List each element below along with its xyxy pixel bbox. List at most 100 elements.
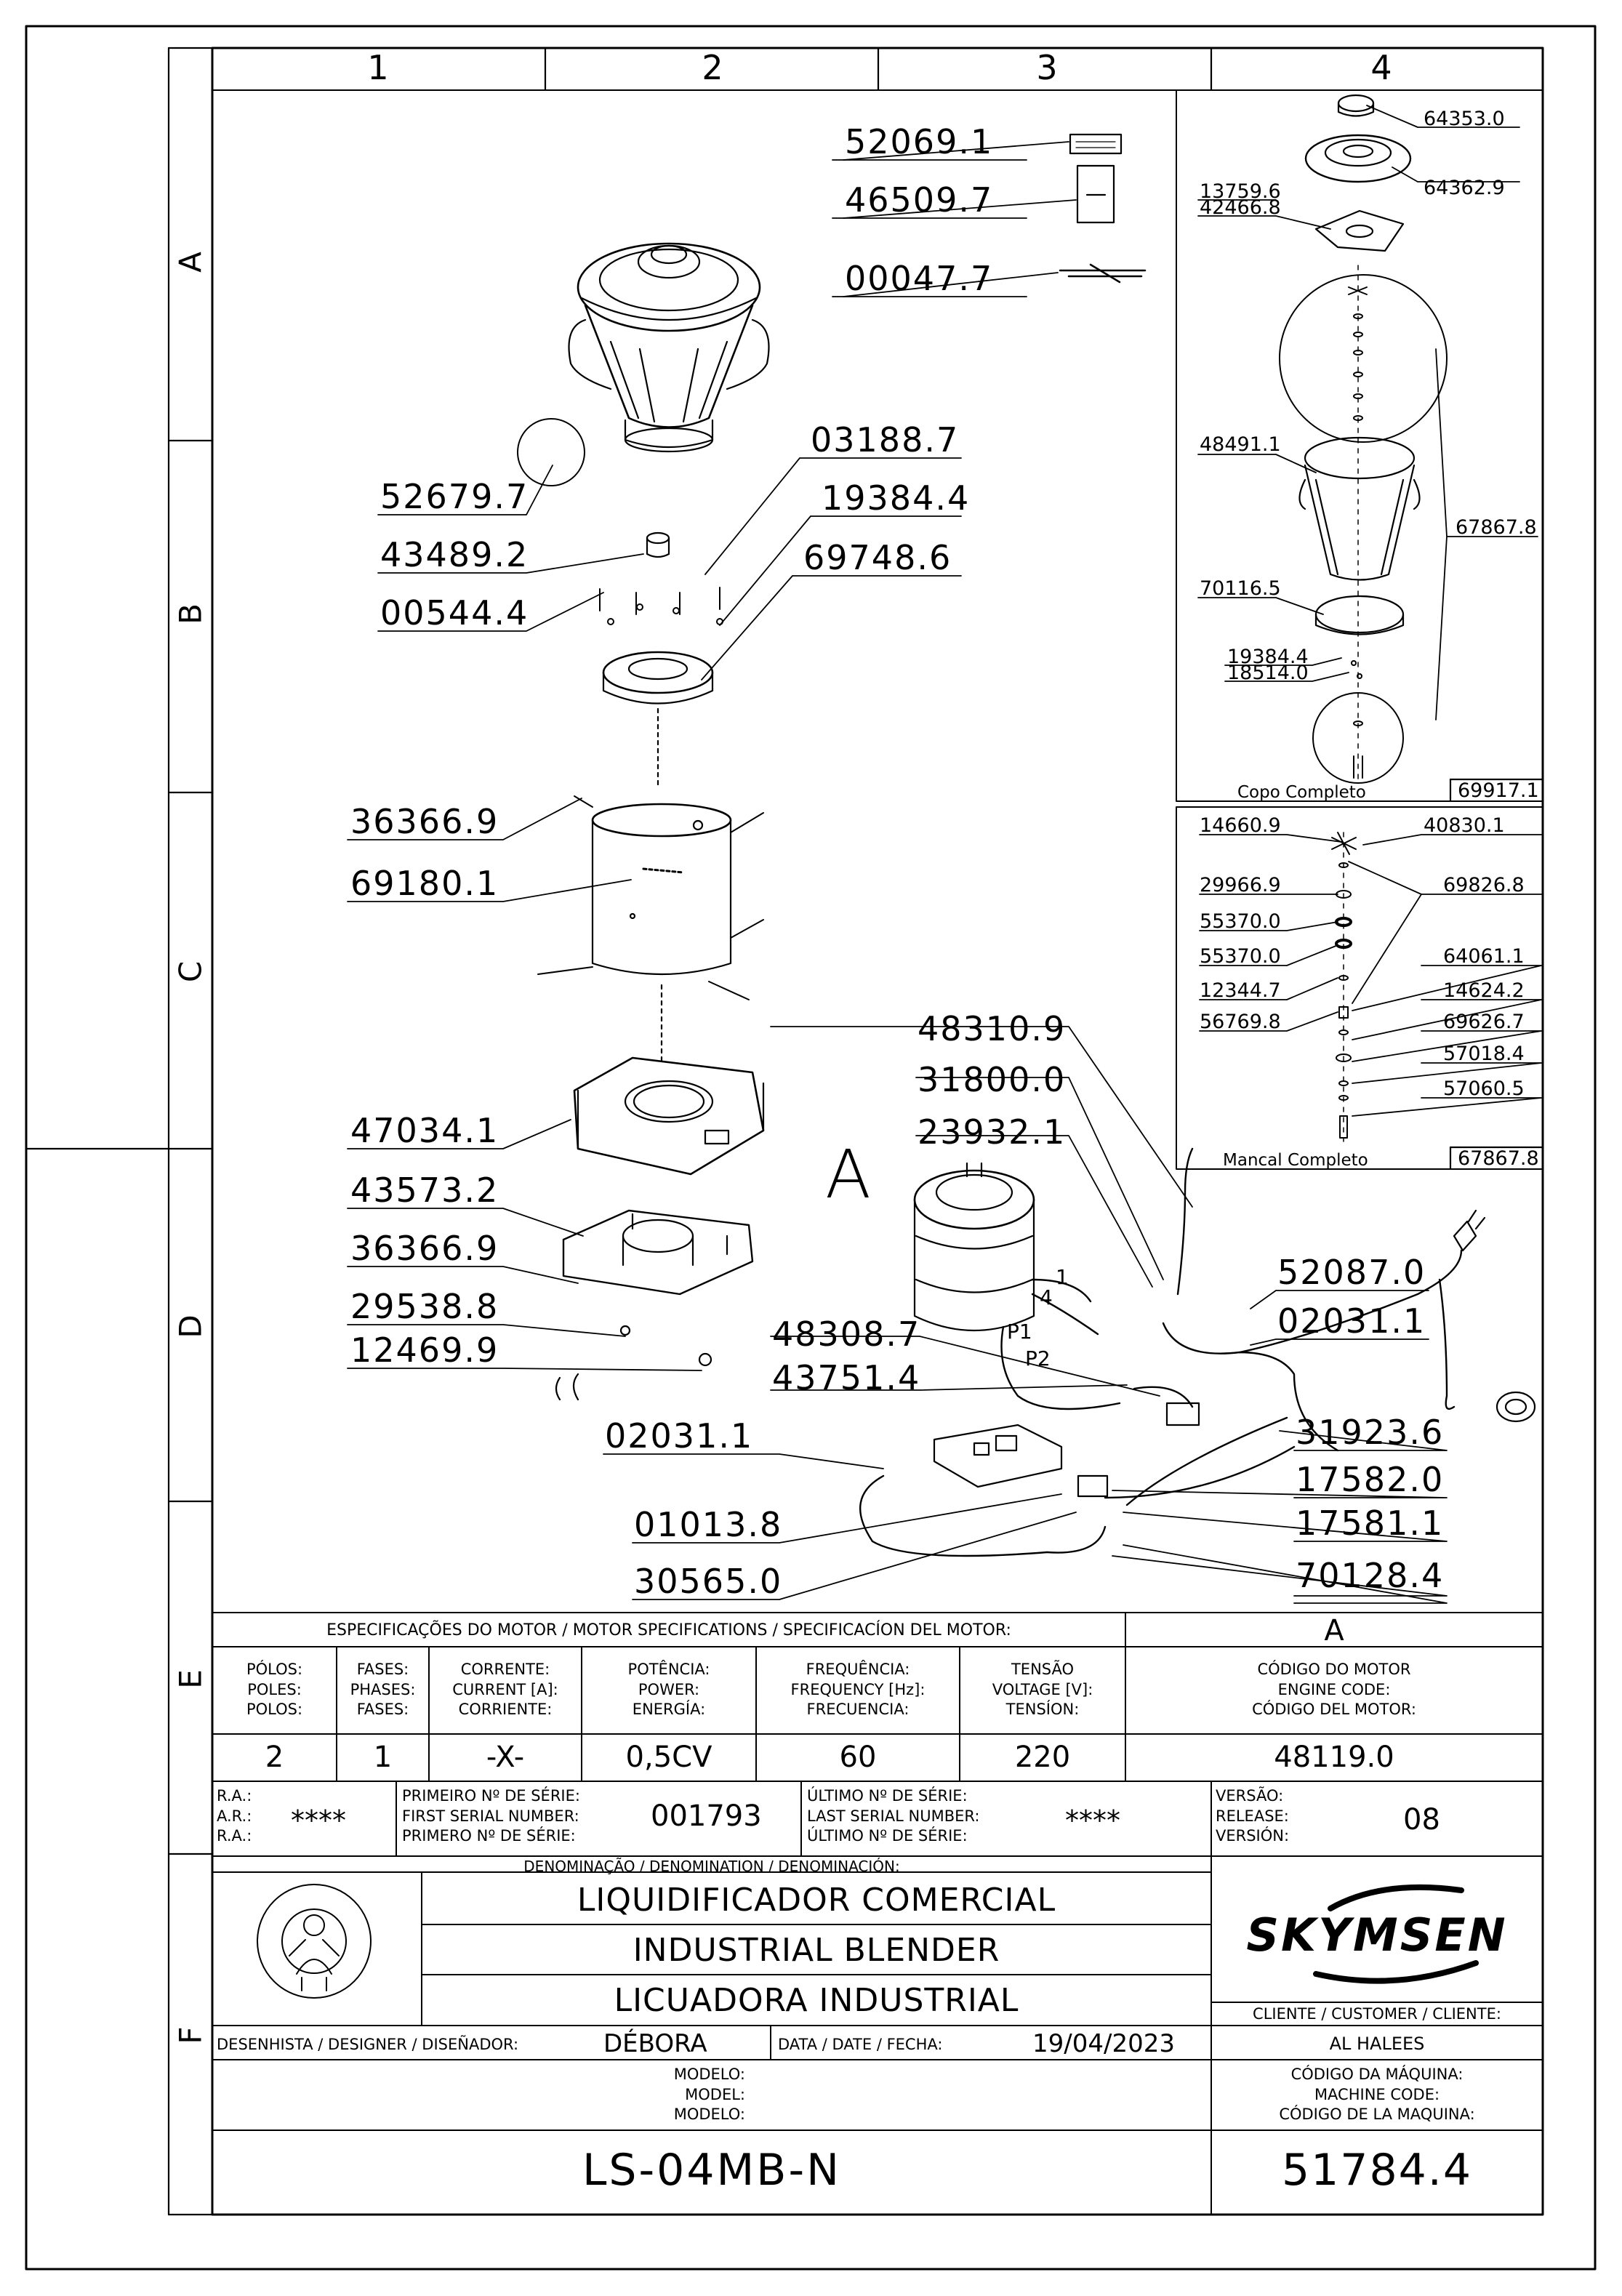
inset-part-label: 55370.0 <box>1200 945 1281 968</box>
skymsen-logo-icon <box>1313 1884 1479 1984</box>
part-label: 31800.0 <box>918 1060 1067 1099</box>
spec-header-power: POTÊNCIA:POWER:ENERGÍA: <box>627 1661 710 1719</box>
spec-value-phases: 1 <box>373 1741 393 1774</box>
machine-code-value: 51784.4 <box>1281 2145 1473 2196</box>
part-label: 00544.4 <box>380 593 529 633</box>
power-plug-icon <box>1453 1209 1486 1252</box>
inset-part-label: 42466.8 <box>1200 196 1281 219</box>
spec-value-frequency: 60 <box>839 1741 877 1774</box>
part-label: 03188.7 <box>811 420 960 459</box>
inset-part-label: 69626.7 <box>1443 1011 1525 1033</box>
row-ref-b: B <box>172 603 209 625</box>
machine-code-labels: CÓDIGO DA MÁQUINA:MACHINE CODE:CÓDIGO DE… <box>1279 2066 1475 2124</box>
part-label: 46509.7 <box>845 180 994 220</box>
glass-circle <box>517 418 585 486</box>
spec-header-frequency: FREQUÊNCIA:FREQUENCY [Hz]:FRECUENCIA: <box>790 1661 926 1719</box>
denomination-es: LICUADORA INDUSTRIAL <box>614 1982 1019 2019</box>
wire-label: P1 <box>1007 1320 1032 1344</box>
blender-assembly <box>517 133 1536 1557</box>
column-ref-4: 4 <box>1370 48 1392 87</box>
spec-header-current: CORRENTE:CURRENT [A]:CORRIENTE: <box>452 1661 558 1719</box>
assistencia-tecnica-seal-icon <box>257 1884 372 1999</box>
row-ref-d: D <box>172 1314 209 1338</box>
skymsen-logo: SKYMSEN <box>1246 1908 1508 1962</box>
column-ref-3: 3 <box>1036 48 1058 87</box>
warning-sticker-icon <box>1076 164 1115 224</box>
part-label: 69180.1 <box>350 864 499 903</box>
ra-labels: R.A.:A.R.:R.A.: <box>217 1787 252 1845</box>
version-labels: VERSÃO:RELEASE:VERSIÓN: <box>1216 1787 1290 1845</box>
inset-part-label: 57060.5 <box>1443 1077 1525 1100</box>
inset-code: 67867.8 <box>1458 1147 1539 1170</box>
part-label: 02031.1 <box>1277 1301 1426 1341</box>
model-value: LS-04MB-N <box>582 2145 841 2196</box>
last-serial-value: **** <box>1065 1805 1120 1837</box>
switch-icon <box>1077 1402 1200 1498</box>
spec-value-power: 0,5CV <box>625 1741 712 1774</box>
part-label: 17582.0 <box>1296 1460 1445 1499</box>
inset-part-label: 48491.1 <box>1200 433 1281 456</box>
wiring-harness <box>859 1147 1463 1557</box>
part-label: 70128.4 <box>1296 1556 1445 1595</box>
wire-label: P2 <box>1025 1346 1051 1370</box>
part-label: 48308.7 <box>772 1314 921 1354</box>
inset-part-label: 19384.4 <box>1227 646 1309 668</box>
motor-spec-title: ESPECIFICAÇÕES DO MOTOR / MOTOR SPECIFIC… <box>326 1621 1011 1639</box>
inset-part-label: 69826.8 <box>1443 874 1525 896</box>
spec-value-current: -X- <box>486 1741 525 1774</box>
column-ref-1: 1 <box>367 48 389 87</box>
inset-part-label: 67867.8 <box>1456 516 1537 539</box>
part-label: 36366.9 <box>350 1229 499 1268</box>
motor-ref-cell: A <box>1324 1614 1344 1647</box>
spec-header-phases: FASES:PHASES:FASES: <box>350 1661 416 1719</box>
spec-header-poles: PÓLOS:POLES:POLOS: <box>246 1661 303 1719</box>
part-label: 43751.4 <box>772 1358 921 1397</box>
last-serial-labels: ÚLTIMO Nº DE SÉRIE:LAST SERIAL NUMBER:ÚL… <box>807 1787 980 1845</box>
model-labels: MODELO:MODEL:MODELO: <box>673 2066 745 2124</box>
part-label: 00047.7 <box>845 259 994 298</box>
inset-part-label: 14660.9 <box>1200 814 1281 837</box>
row-ref-a: A <box>172 252 209 273</box>
spec-value-voltage: 220 <box>1014 1741 1071 1774</box>
date-label: DATA / DATE / FECHA: <box>778 2036 943 2053</box>
inset-part-label: 64362.9 <box>1424 177 1505 199</box>
part-label: 17581.1 <box>1296 1504 1445 1543</box>
designer-value: DÉBORA <box>603 2029 707 2058</box>
part-label: 29538.8 <box>350 1287 499 1326</box>
skymsen-decal-icon <box>1059 263 1147 284</box>
inset-part-label: 29966.9 <box>1200 874 1281 896</box>
inset-part-label: 57018.4 <box>1443 1043 1525 1065</box>
part-label: 69748.6 <box>803 538 952 577</box>
inset-part-label: 64061.1 <box>1443 945 1525 968</box>
part-label: 52679.7 <box>380 477 529 516</box>
part-label: 31923.6 <box>1296 1413 1445 1452</box>
row-ref-e: E <box>172 1669 209 1689</box>
label-sticker-icon <box>1069 133 1123 155</box>
part-label: 23932.1 <box>918 1112 1067 1152</box>
part-label: 43573.2 <box>350 1171 499 1210</box>
inset-part-label: 64353.0 <box>1424 108 1505 130</box>
row-ref-c: C <box>172 960 209 983</box>
spec-value-poles: 2 <box>265 1741 284 1774</box>
denomination-title: DENOMINAÇÃO / DENOMINATION / DENOMINACIÓ… <box>523 1858 900 1875</box>
motor-icon <box>913 1162 1035 1332</box>
inset-part-label: 70116.5 <box>1200 577 1281 600</box>
part-label: 48310.9 <box>918 1009 1067 1048</box>
part-label: 52069.1 <box>845 122 994 161</box>
wire-label: 1 <box>1056 1265 1069 1289</box>
designer-label: DESENHISTA / DESIGNER / DISEÑADOR: <box>217 2036 519 2053</box>
inset-part-label: 13759.6 <box>1200 180 1281 203</box>
cord-grommet-icon <box>1495 1391 1536 1423</box>
inset-part-label: 56769.8 <box>1200 1011 1281 1033</box>
part-label: 02031.1 <box>605 1416 754 1456</box>
motor-ref-label: A <box>825 1136 871 1213</box>
part-label: 12469.9 <box>350 1330 499 1370</box>
part-label: 47034.1 <box>350 1111 499 1150</box>
copo-completo-inset <box>1176 89 1544 803</box>
inset-title: Mancal Completo <box>1223 1151 1368 1170</box>
wire-label: 4 <box>1040 1285 1053 1309</box>
spec-value-engine-code: 48119.0 <box>1274 1741 1394 1774</box>
leader-lines <box>347 105 1542 1604</box>
